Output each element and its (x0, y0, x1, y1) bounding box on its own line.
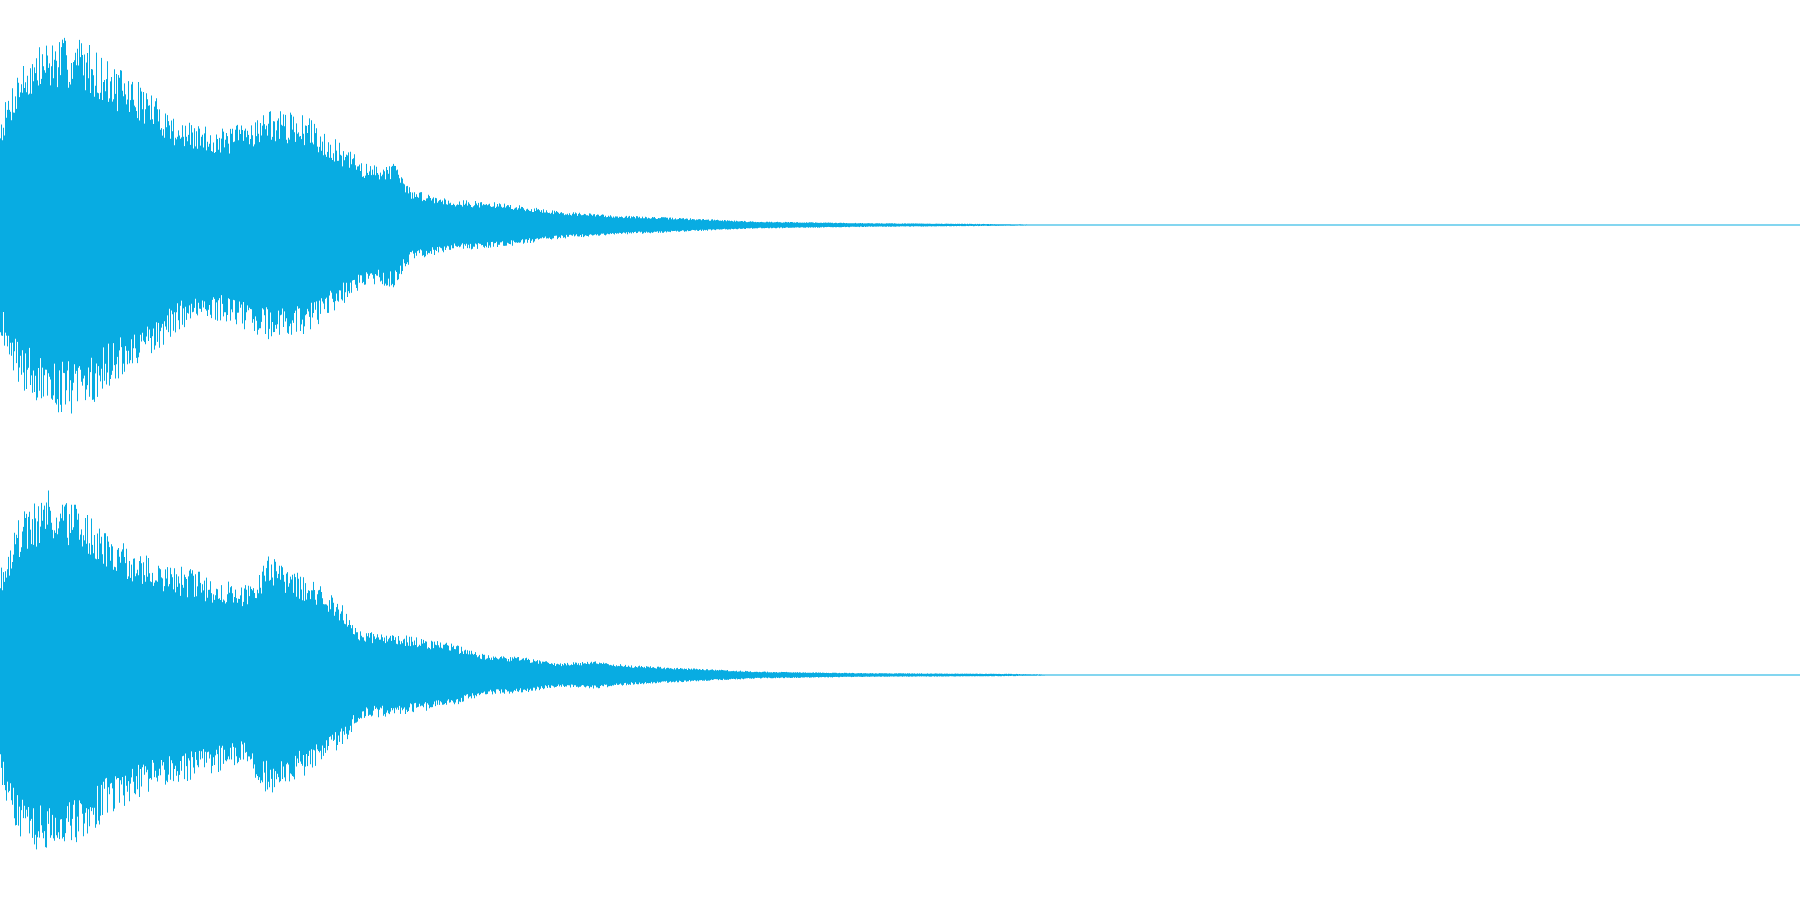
waveform-channel-1 (0, 37, 1800, 414)
waveform-channel-2 (0, 490, 1800, 850)
waveform-amplitude-trace (0, 37, 1043, 414)
waveform-amplitude-trace (0, 490, 1061, 850)
